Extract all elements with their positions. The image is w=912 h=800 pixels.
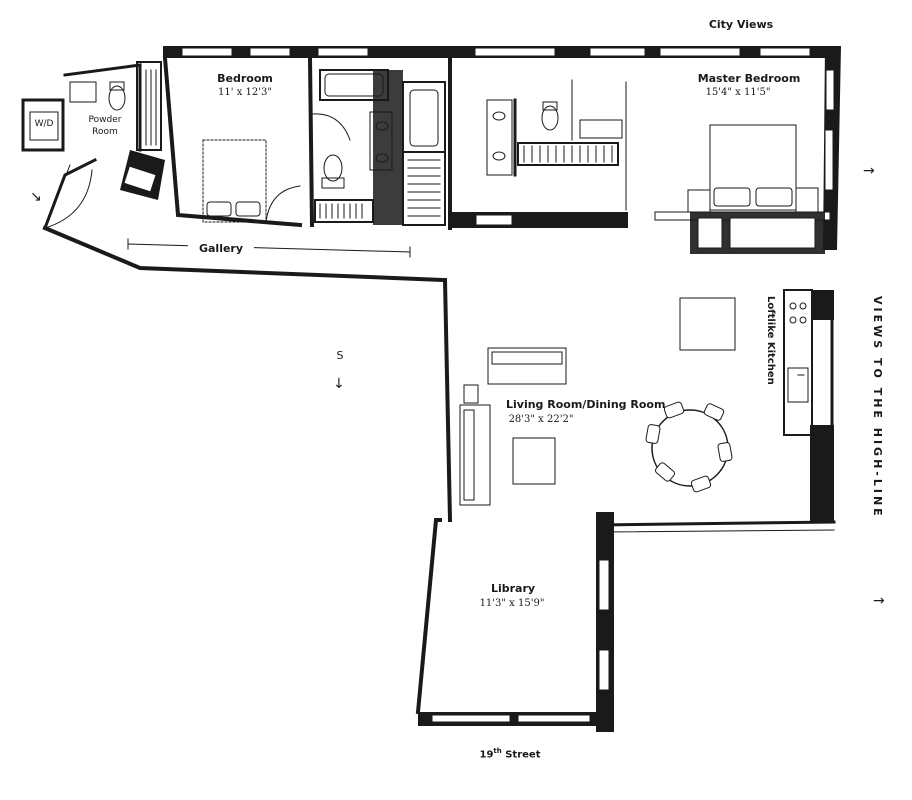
compass-south-label: S [336,349,344,362]
street-word: Street [505,749,541,761]
window [317,47,369,57]
bedroom-dims: 11' x 12'3" [218,87,272,98]
kitchen-island [679,297,736,351]
bedroom-label: Bedroom [217,72,273,85]
library-label: Library [490,582,536,595]
arrow-right-icon: → [863,163,875,179]
library-left-wall [415,518,442,715]
city-views-label: City Views [708,18,774,31]
high-line-views-label: VIEWS TO THE HIGH-LINE [871,296,884,519]
window [759,47,811,57]
sofa [459,404,491,506]
kitchen-counter [783,289,813,436]
window [824,129,834,191]
gallery-label: Gallery [188,242,254,255]
powder-room-label-line1: Powder [88,115,122,125]
gallery-wall [42,225,447,283]
master-bedroom-dims: 15'4" x 11'5" [705,87,771,98]
library-dims: 11'3" x 15'9" [479,598,545,609]
master-bedroom-label: Master Bedroom [697,72,801,85]
window [825,69,835,111]
arrow-down-icon: ↓ [333,376,345,392]
window [659,47,741,57]
arrow-right-icon: → [873,593,885,609]
living-dining-label: Living Room/Dining Room [506,398,666,411]
coffee-table [512,437,556,485]
street-number: 19 [479,749,494,761]
powder-room-label-line2: Room [92,127,118,137]
window [589,47,646,57]
right-wall-segment [812,290,834,320]
window [249,47,291,57]
street-suffix: th [493,747,502,755]
right-wall-segment [810,425,834,523]
library-right-wall [596,512,614,732]
bedroom-bed [202,139,267,223]
window [474,47,556,57]
sofa [487,347,567,385]
arrow-right-icon: ↘ [30,189,42,205]
washer-dryer-label: W/D [34,119,54,129]
street-label: 19th Street [470,745,550,761]
living-dining-dims: 28'3" x 22'2" [508,414,574,425]
kitchen-label: Loftlike Kitchen [765,296,776,385]
window [181,47,233,57]
master-bed [709,124,797,211]
